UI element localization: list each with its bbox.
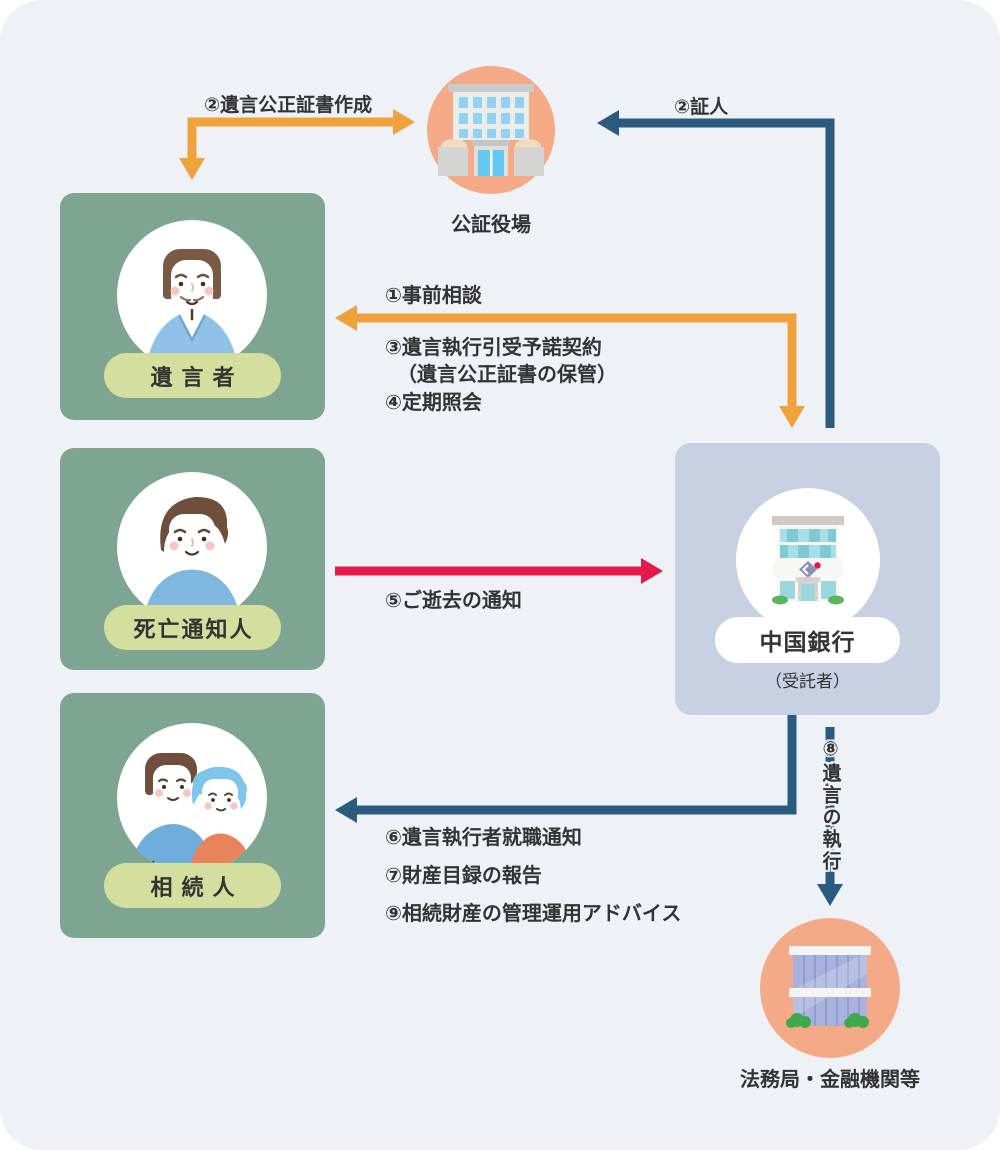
label-execution-contract: ③遺言執行引受予諾契約 — [385, 337, 602, 359]
arrow-death-notice — [335, 558, 663, 584]
bank-role-label: （受託者） — [765, 672, 850, 691]
label-inventory-report: ⑦財産目録の報告 — [385, 865, 542, 887]
young-man-icon — [143, 496, 241, 622]
bank-label: 中国銀行 — [715, 617, 900, 663]
heirs-label: 相続人 — [104, 863, 281, 908]
notary-office-node — [427, 66, 555, 194]
death-notifier-node: 死亡通知人 — [60, 448, 325, 670]
notary-office-label: 公証役場 — [451, 214, 531, 236]
heirs-node: 相続人 — [60, 693, 325, 938]
testator-label: 遺言者 — [104, 353, 281, 398]
elderly-man-icon — [145, 249, 239, 370]
label-deed-custody: （遺言公正証書の保管） — [397, 364, 617, 386]
arrow-witness — [597, 110, 835, 428]
legal-bureau-node — [760, 918, 900, 1058]
testator-avatar — [117, 220, 267, 370]
legal-bureau-building-icon — [786, 946, 871, 1028]
label-periodic-inquiry: ④定期照会 — [385, 392, 482, 414]
testator-node: 遺言者 — [60, 193, 325, 420]
bank-logo-icon — [799, 561, 821, 578]
death-notifier-label: 死亡通知人 — [104, 605, 281, 650]
label-prior-consultation: ①事前相談 — [385, 285, 482, 307]
label-death-notice: ⑤ご逝去の通知 — [385, 590, 522, 612]
death-notifier-avatar — [117, 472, 267, 622]
heir-couple-icon — [129, 753, 253, 873]
label-will-deed-creation: ②遺言公正証書作成 — [204, 95, 373, 116]
bank-building-icon — [772, 516, 844, 605]
label-will-execution: ⑧遺言の執行 — [819, 738, 841, 873]
arrow-will-deed-creation — [179, 109, 415, 180]
arrow-executor-reports — [335, 715, 797, 823]
bank-node: 中国銀行 （受託者） — [675, 443, 940, 715]
heirs-avatar — [117, 723, 267, 873]
notary-building-icon — [438, 84, 544, 176]
bank-avatar — [736, 488, 880, 632]
label-asset-mgmt-advice: ⑨相続財産の管理運用アドバイス — [385, 903, 682, 925]
label-witness: ②証人 — [674, 97, 729, 118]
label-executor-notice: ⑥遺言執行者就職通知 — [385, 827, 582, 849]
legal-bureau-label: 法務局・金融機関等 — [740, 1069, 920, 1091]
